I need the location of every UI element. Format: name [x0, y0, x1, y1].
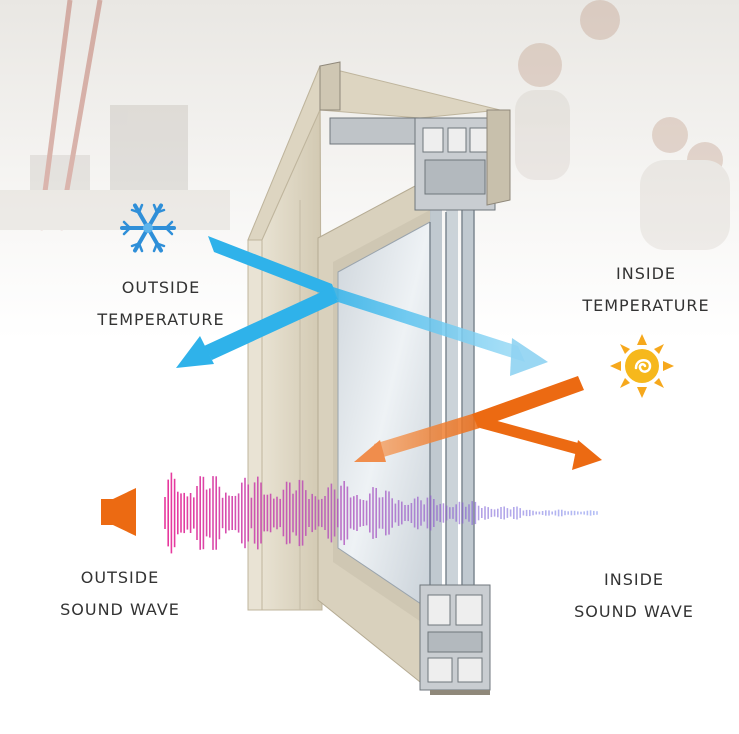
- outside-temperature-label: OUTSIDE TEMPERATURE: [96, 272, 226, 336]
- inside-sound-wave-label: INSIDE SOUND WAVE: [560, 564, 708, 628]
- orange-arrow-head-inside: [572, 440, 602, 470]
- outside-temperature-line-1: OUTSIDE: [121, 278, 201, 297]
- outside-sound-wave-line-1: OUTSIDE: [80, 568, 160, 587]
- blue-arrow-head-inside: [510, 338, 548, 376]
- sound-wave: [164, 472, 598, 554]
- snowflake-icon: [120, 203, 176, 253]
- outside-sound-wave-label: OUTSIDE SOUND WAVE: [46, 562, 194, 626]
- blue-arrow-head-outside: [176, 336, 214, 368]
- window-frame: [247, 61, 511, 695]
- orange-arrow-head-outside: [354, 440, 386, 462]
- inside-sound-wave-line-1: INSIDE: [604, 570, 664, 589]
- cold-arrows: [176, 236, 548, 376]
- inside-sound-wave-line-2: SOUND WAVE: [574, 602, 694, 621]
- sun-icon: [610, 334, 674, 398]
- heat-arrows: [354, 376, 602, 470]
- family-scene: [515, 0, 730, 250]
- speaker-icon: [101, 488, 136, 536]
- outside-sound-wave-line-2: SOUND WAVE: [60, 600, 180, 619]
- construction-scene: [0, 0, 230, 231]
- outside-temperature-line-2: TEMPERATURE: [97, 310, 225, 329]
- inside-temperature-line-1: INSIDE: [616, 264, 676, 283]
- inside-temperature-label: INSIDE TEMPERATURE: [574, 258, 718, 322]
- inside-temperature-line-2: TEMPERATURE: [582, 296, 710, 315]
